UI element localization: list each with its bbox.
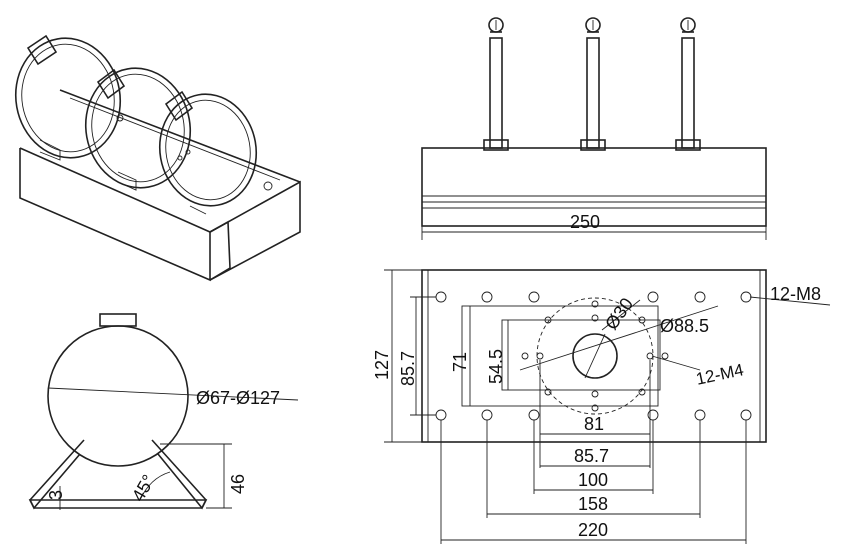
label-12-m4: 12-M4 bbox=[694, 360, 745, 389]
post-right bbox=[675, 17, 701, 151]
side-view: Ø67-Ø127 3 45° 46 bbox=[28, 313, 299, 510]
dim-width-250: 250 bbox=[570, 212, 600, 232]
dim-54-5: 54.5 bbox=[486, 349, 506, 384]
dim-71: 71 bbox=[450, 352, 470, 372]
holes-top-row bbox=[435, 291, 752, 303]
dim-thickness: 3 bbox=[46, 490, 66, 500]
dim-height-85-7: 85.7 bbox=[398, 351, 418, 386]
dim-clamp-diameter: Ø67-Ø127 bbox=[196, 388, 280, 408]
dim-100: 100 bbox=[578, 470, 608, 490]
post-middle bbox=[580, 17, 606, 151]
center-hole bbox=[572, 333, 618, 379]
dim-220: 220 bbox=[578, 520, 608, 540]
label-bolt-circle: Ø88.5 bbox=[660, 316, 709, 336]
front-view: 250 bbox=[421, 17, 767, 240]
dim-height-127: 127 bbox=[372, 350, 392, 380]
label-12-m8: 12-M8 bbox=[770, 284, 821, 304]
dim-158: 158 bbox=[578, 494, 608, 514]
post-left bbox=[483, 17, 509, 151]
dim-85-7: 85.7 bbox=[574, 446, 609, 466]
label-center-hole: Ø30 bbox=[601, 294, 637, 333]
dim-height-46: 46 bbox=[228, 474, 248, 494]
plan-view: 12-M8 Ø88.5 Ø30 12-M4 127 85.7 71 54.5 8… bbox=[372, 269, 831, 544]
dim-81: 81 bbox=[584, 414, 604, 434]
isometric-view bbox=[14, 34, 301, 282]
